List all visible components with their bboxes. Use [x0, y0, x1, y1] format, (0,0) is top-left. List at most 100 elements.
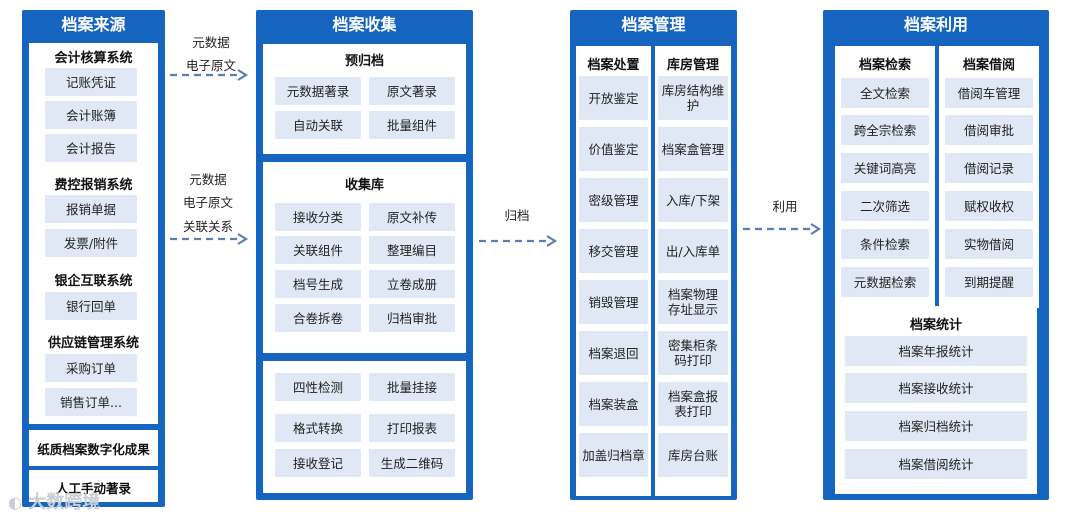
pill-lib-6[interactable]: 合卷拆卷 [275, 304, 361, 332]
pill-kj-2[interactable]: 会计报告 [45, 134, 137, 162]
source-column: 档案来源 会计核算系统 记账凭证 会计账簿 会计报告 费控报销系统 报销单据 发… [22, 10, 165, 507]
borrow-box: 档案借阅 借阅车管理 借阅审批 借阅记录 赋权收权 实物借阅 到期提醒 [939, 46, 1039, 308]
pill-store-1[interactable]: 档案盒管理 [658, 127, 728, 171]
pill-proc-4[interactable]: 销毁管理 [579, 280, 648, 324]
gyl-system-title: 供应链管理系统 [47, 336, 139, 351]
store-title: 库房管理 [666, 58, 719, 73]
pill-borrow-1[interactable]: 借阅审批 [945, 115, 1033, 145]
collect-lib-box: 收集库 接收分类 原文补传 关联组件 整理编目 档号生成 立卷成册 合卷拆卷 归… [263, 162, 466, 353]
pill-lib-2[interactable]: 关联组件 [275, 236, 361, 264]
watermark-text: 大数跨境 [28, 492, 101, 513]
flow-3-label: 归档 [504, 208, 530, 223]
pill-pre-3[interactable]: 批量组件 [369, 111, 455, 139]
pill-proc-3[interactable]: 移交管理 [579, 229, 648, 273]
pill-gyl-0[interactable]: 采购订单 [45, 354, 137, 382]
pill-tool-5[interactable]: 生成二维码 [369, 449, 455, 477]
pill-fk-1[interactable]: 发票/附件 [45, 229, 137, 257]
pill-proc-5[interactable]: 档案退回 [579, 331, 648, 375]
pill-tool-2[interactable]: 格式转换 [275, 414, 361, 442]
fk-system-box: 费控报销系统 报销单据 发票/附件 [29, 170, 158, 266]
manual-box: 人工手动著录 [29, 470, 158, 502]
pre-archive-title: 预归档 [344, 54, 384, 69]
pill-store-4[interactable]: 档案物理存址显示 [658, 280, 728, 324]
pill-stat-1[interactable]: 档案接收统计 [845, 373, 1027, 403]
proc-box: 档案处置 开放鉴定 价值鉴定 密级管理 移交管理 销毁管理 档案退回 档案装盒 … [576, 46, 651, 496]
yq-system-box: 银企互联系统 银行回单 [29, 266, 158, 327]
watermark-logo-icon: ◐ [8, 493, 22, 512]
collect-column: 档案收集 预归档 元数据著录 原文著录 自动关联 批量组件 收集库 接收分类 原… [256, 10, 473, 500]
pill-search-4[interactable]: 条件检索 [841, 229, 929, 259]
manage-column: 档案管理 档案处置 开放鉴定 价值鉴定 密级管理 移交管理 销毁管理 档案退回 … [570, 10, 737, 500]
pill-borrow-3[interactable]: 赋权收权 [945, 191, 1033, 221]
stat-box: 档案统计 档案年报统计 档案接收统计 档案归档统计 档案借阅统计 [835, 306, 1037, 494]
paper-title: 纸质档案数字化成果 [37, 442, 150, 457]
search-box: 档案检索 全文检索 跨全宗检索 关键词高亮 二次筛选 条件检索 元数据检索 [835, 46, 935, 308]
pill-lib-3[interactable]: 整理编目 [369, 236, 455, 264]
kj-system-title: 会计核算系统 [54, 51, 133, 66]
flow-4-arrow [743, 223, 822, 235]
borrow-title: 档案借阅 [962, 58, 1015, 73]
pre-archive-box: 预归档 元数据著录 原文著录 自动关联 批量组件 [263, 44, 466, 154]
pill-proc-1[interactable]: 价值鉴定 [579, 127, 648, 171]
pill-store-0[interactable]: 库房结构维护 [658, 76, 728, 120]
pill-store-2[interactable]: 入库/下架 [658, 178, 728, 222]
pill-proc-6[interactable]: 档案装盒 [579, 382, 648, 426]
pill-borrow-5[interactable]: 到期提醒 [945, 267, 1033, 297]
pill-search-1[interactable]: 跨全宗检索 [841, 115, 929, 145]
collect-column-title: 档案收集 [332, 15, 397, 34]
pill-stat-2[interactable]: 档案归档统计 [845, 411, 1027, 441]
watermark: ◐ 大数跨境 [8, 488, 100, 514]
flow-2-label-1: 电子原文 [182, 195, 233, 210]
flow-3-arrow [479, 235, 558, 247]
pill-kj-0[interactable]: 记账凭证 [45, 68, 137, 96]
flow-2-label-0: 元数据 [189, 172, 227, 187]
pill-kj-1[interactable]: 会计账簿 [45, 101, 137, 129]
pill-lib-4[interactable]: 档号生成 [275, 270, 361, 298]
pill-proc-7[interactable]: 加盖归档章 [579, 433, 648, 477]
pill-search-5[interactable]: 元数据检索 [841, 267, 929, 297]
pill-store-6[interactable]: 档案盒报表打印 [658, 382, 728, 426]
pill-tool-0[interactable]: 四性检测 [275, 373, 361, 401]
gyl-system-box: 供应链管理系统 采购订单 销售订单... [29, 327, 158, 424]
pill-lib-0[interactable]: 接收分类 [275, 203, 361, 231]
pill-search-3[interactable]: 二次筛选 [841, 191, 929, 221]
yq-system-title: 银企互联系统 [54, 274, 133, 289]
pill-yq-0[interactable]: 银行回单 [45, 292, 137, 320]
kj-system-box: 会计核算系统 记账凭证 会计账簿 会计报告 [29, 43, 158, 170]
source-column-title: 档案来源 [61, 15, 126, 34]
pill-lib-1[interactable]: 原文补传 [369, 203, 455, 231]
pill-borrow-2[interactable]: 借阅记录 [945, 153, 1033, 183]
pill-gyl-1[interactable]: 销售订单... [45, 388, 137, 416]
collect-tools-box: 四性检测 批量挂接 格式转换 打印报表 接收登记 生成二维码 [263, 361, 466, 493]
pill-pre-1[interactable]: 原文著录 [369, 77, 455, 105]
stat-title: 档案统计 [909, 318, 962, 333]
pill-stat-0[interactable]: 档案年报统计 [845, 336, 1027, 366]
pill-stat-3[interactable]: 档案借阅统计 [845, 449, 1027, 479]
fk-system-title: 费控报销系统 [54, 178, 133, 193]
pill-tool-3[interactable]: 打印报表 [369, 414, 455, 442]
pill-proc-0[interactable]: 开放鉴定 [579, 76, 648, 120]
flow-1-arrow [170, 69, 249, 81]
pill-tool-1[interactable]: 批量挂接 [369, 373, 455, 401]
pill-search-0[interactable]: 全文检索 [841, 78, 929, 108]
pill-borrow-0[interactable]: 借阅车管理 [945, 78, 1033, 108]
pill-pre-0[interactable]: 元数据著录 [275, 77, 361, 105]
pill-borrow-4[interactable]: 实物借阅 [945, 229, 1033, 259]
paper-box: 纸质档案数字化成果 [29, 430, 158, 466]
flow-2-label-2: 关联关系 [182, 219, 233, 234]
pill-fk-0[interactable]: 报销单据 [45, 195, 137, 223]
pill-tool-4[interactable]: 接收登记 [275, 449, 361, 477]
pill-proc-2[interactable]: 密级管理 [579, 178, 648, 222]
use-column: 档案利用 档案检索 全文检索 跨全宗检索 关键词高亮 二次筛选 条件检索 元数据… [823, 10, 1049, 500]
pill-store-7[interactable]: 库房台账 [658, 433, 728, 477]
pill-pre-2[interactable]: 自动关联 [275, 111, 361, 139]
pill-store-3[interactable]: 出/入库单 [658, 229, 728, 273]
flow-1-label-0: 元数据 [192, 35, 230, 50]
store-box: 库房管理 库房结构维护 档案盒管理 入库/下架 出/入库单 档案物理存址显示 密… [655, 46, 731, 496]
proc-title: 档案处置 [587, 58, 640, 73]
pill-store-5[interactable]: 密集柜条码打印 [658, 331, 728, 375]
pill-lib-5[interactable]: 立卷成册 [369, 270, 455, 298]
pill-lib-7[interactable]: 归档审批 [369, 304, 455, 332]
pill-search-2[interactable]: 关键词高亮 [841, 153, 929, 183]
use-column-title: 档案利用 [903, 15, 968, 34]
